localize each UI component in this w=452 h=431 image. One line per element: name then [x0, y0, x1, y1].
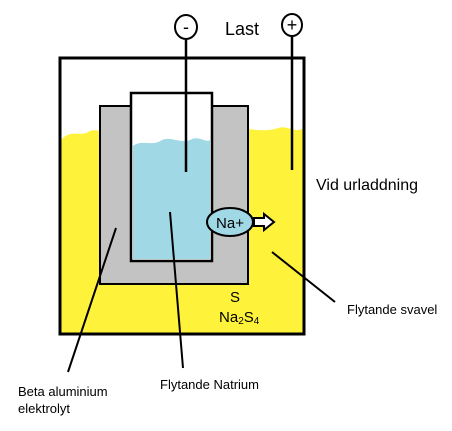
- negative-terminal-sign: -: [183, 17, 189, 37]
- liquid-sodium-label: Flytande Natrium: [160, 377, 259, 392]
- formula-sub-b: 4: [254, 316, 260, 327]
- formula-s: S: [244, 309, 254, 326]
- battery-container: [58, 56, 306, 336]
- positive-terminal-sign: +: [287, 15, 298, 35]
- formula-sub-a: 2: [238, 316, 244, 327]
- liquid-sodium-region: [133, 138, 210, 259]
- electrolyte-label-line2: elektrolyt: [18, 401, 70, 416]
- formula-na: Na: [219, 309, 239, 326]
- sulfur-pointer-line: [271, 251, 336, 303]
- sulfur-symbol: S: [230, 289, 240, 306]
- positive-terminal: [281, 13, 303, 37]
- negative-terminal: [174, 14, 198, 40]
- discharge-label: Vid urladdning: [316, 177, 418, 194]
- sodium-ion-label: Na+: [216, 215, 244, 232]
- sodium-pointer-line: [169, 211, 184, 369]
- ion-direction-arrow: [253, 211, 276, 233]
- load-label: Last: [225, 19, 259, 39]
- sodium-polysulfide-formula: Na2S4: [219, 309, 260, 327]
- electrolyte-label-line1: Beta aluminium: [18, 384, 108, 399]
- electrolyte-pointer-line: [67, 227, 117, 373]
- liquid-sulfur-label: Flytande svavel: [347, 302, 437, 317]
